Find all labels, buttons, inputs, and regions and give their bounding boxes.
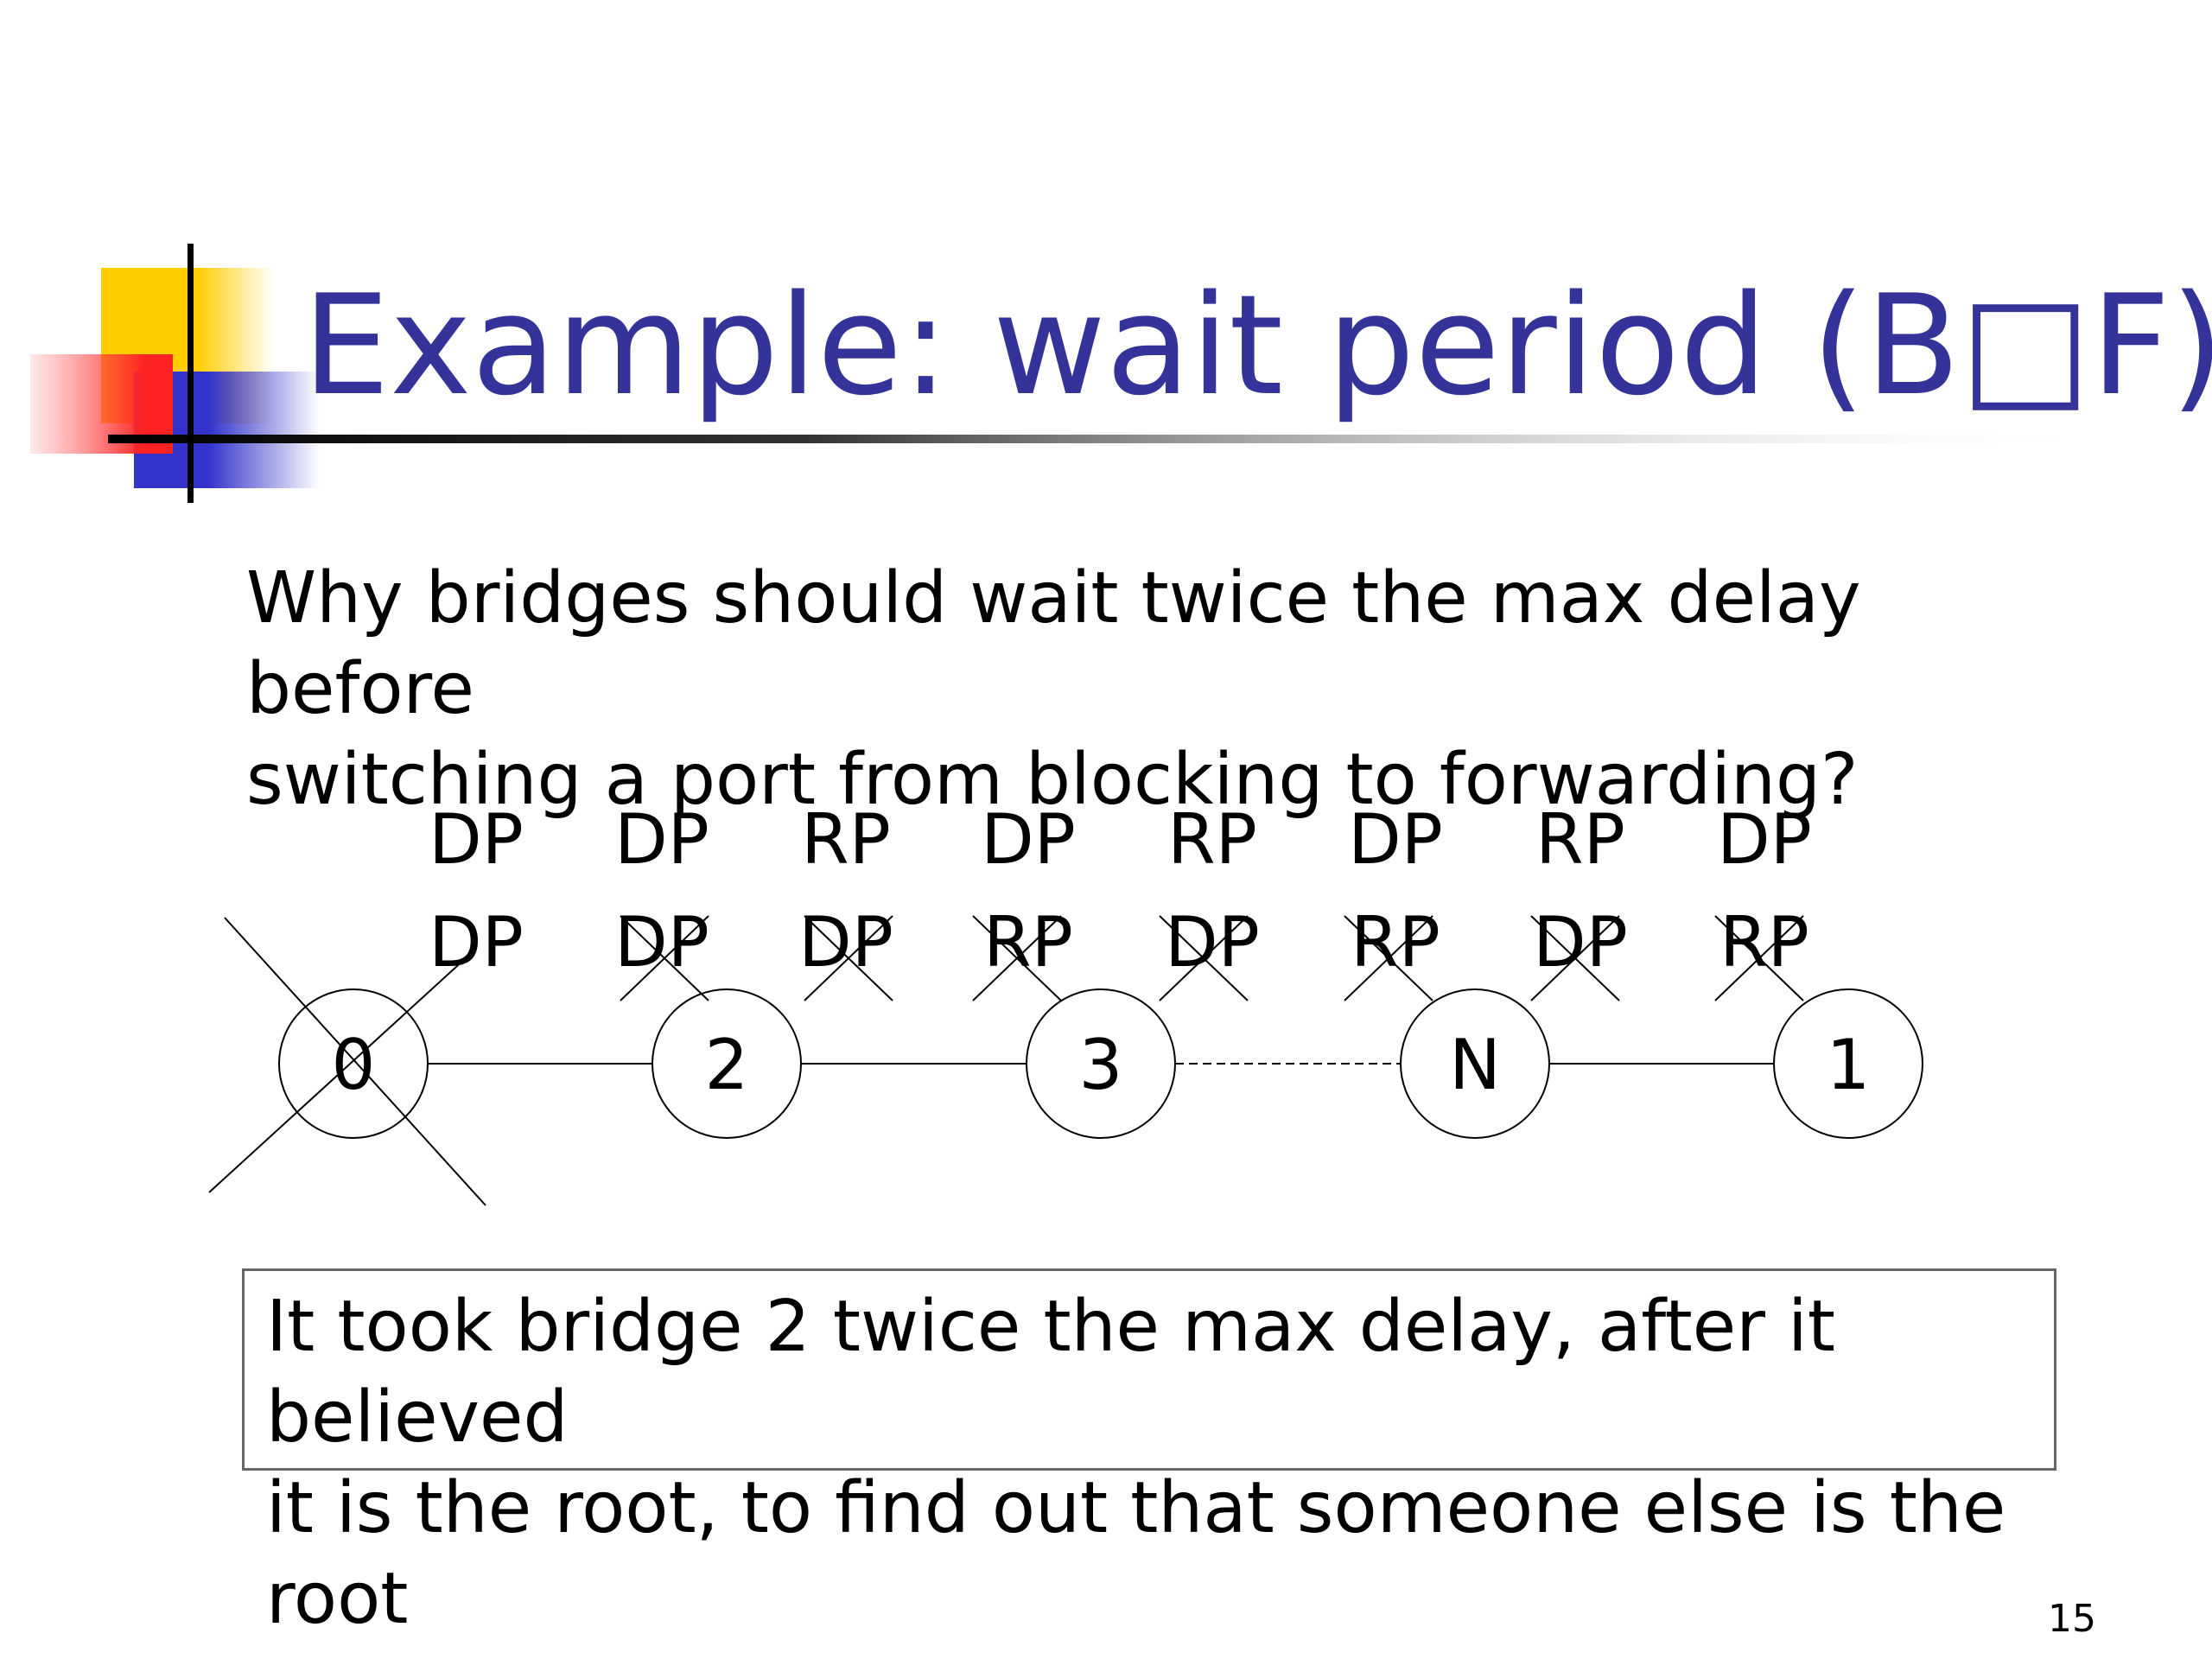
bridge-3-label: 3 bbox=[1079, 1025, 1123, 1105]
port-label-new: RP bbox=[1167, 812, 1257, 880]
port-label-new: RP bbox=[801, 812, 891, 880]
question-line-1: Why bridges should wait twice the max de… bbox=[246, 557, 1861, 730]
title-decoration bbox=[30, 244, 2121, 503]
port-label-old: RP bbox=[1719, 902, 1809, 982]
port-labels-new: DP DP RP DP RP DP RP DP bbox=[429, 812, 1812, 880]
port-label-old: DP bbox=[429, 902, 524, 982]
bridge-2-label: 2 bbox=[705, 1025, 749, 1105]
answer-line-2: it is the root, to find out that someone… bbox=[266, 1467, 2006, 1640]
port-label-old: RP bbox=[983, 902, 1073, 982]
port-label-old: DP bbox=[798, 902, 893, 982]
bridge-2: 2 bbox=[652, 988, 802, 1139]
bridge-N: N bbox=[1400, 988, 1550, 1139]
deco-vertical-line bbox=[188, 244, 194, 503]
question-text: Why bridges should wait twice the max de… bbox=[246, 553, 2061, 825]
spanning-tree-diagram: 0 2 3 N 1 DP DP RP DP RP D bbox=[208, 812, 1923, 1206]
port-label-old: DP bbox=[1533, 902, 1628, 982]
bridge-0-label: 0 bbox=[332, 1025, 376, 1105]
port-label-new: DP bbox=[981, 812, 1076, 880]
bridge-0-cross-mark bbox=[208, 917, 486, 1206]
answer-box: It took bridge 2 twice the max delay, af… bbox=[242, 1268, 2056, 1640]
answer-line-1: It took bridge 2 twice the max delay, af… bbox=[266, 1286, 1835, 1459]
bridge-1: 1 bbox=[1773, 988, 1923, 1139]
port-label-new: RP bbox=[1535, 812, 1625, 880]
question-line-2: switching a port from blocking to forwar… bbox=[246, 739, 1859, 821]
port-label-new: DP bbox=[429, 812, 524, 880]
bridge-1-label: 1 bbox=[1827, 1025, 1871, 1105]
port-labels-old: DP DP DP RP DP RP DP RP bbox=[429, 902, 1809, 982]
old-label-strike-marks bbox=[620, 915, 1804, 1001]
bridge-N-label: N bbox=[1449, 1025, 1501, 1105]
port-label-old: RP bbox=[1351, 902, 1440, 982]
port-label-new: DP bbox=[614, 812, 709, 880]
page-number: 15 bbox=[2048, 1597, 2096, 1641]
port-label-new: DP bbox=[1348, 812, 1443, 880]
port-label-new: DP bbox=[1717, 812, 1812, 880]
port-label-old: DP bbox=[614, 902, 709, 982]
slide-title: Example: wait period (B□F) bbox=[302, 264, 2212, 426]
bridge-3: 3 bbox=[1026, 988, 1176, 1139]
port-label-old: DP bbox=[1165, 902, 1260, 982]
title-underline bbox=[108, 435, 2121, 443]
